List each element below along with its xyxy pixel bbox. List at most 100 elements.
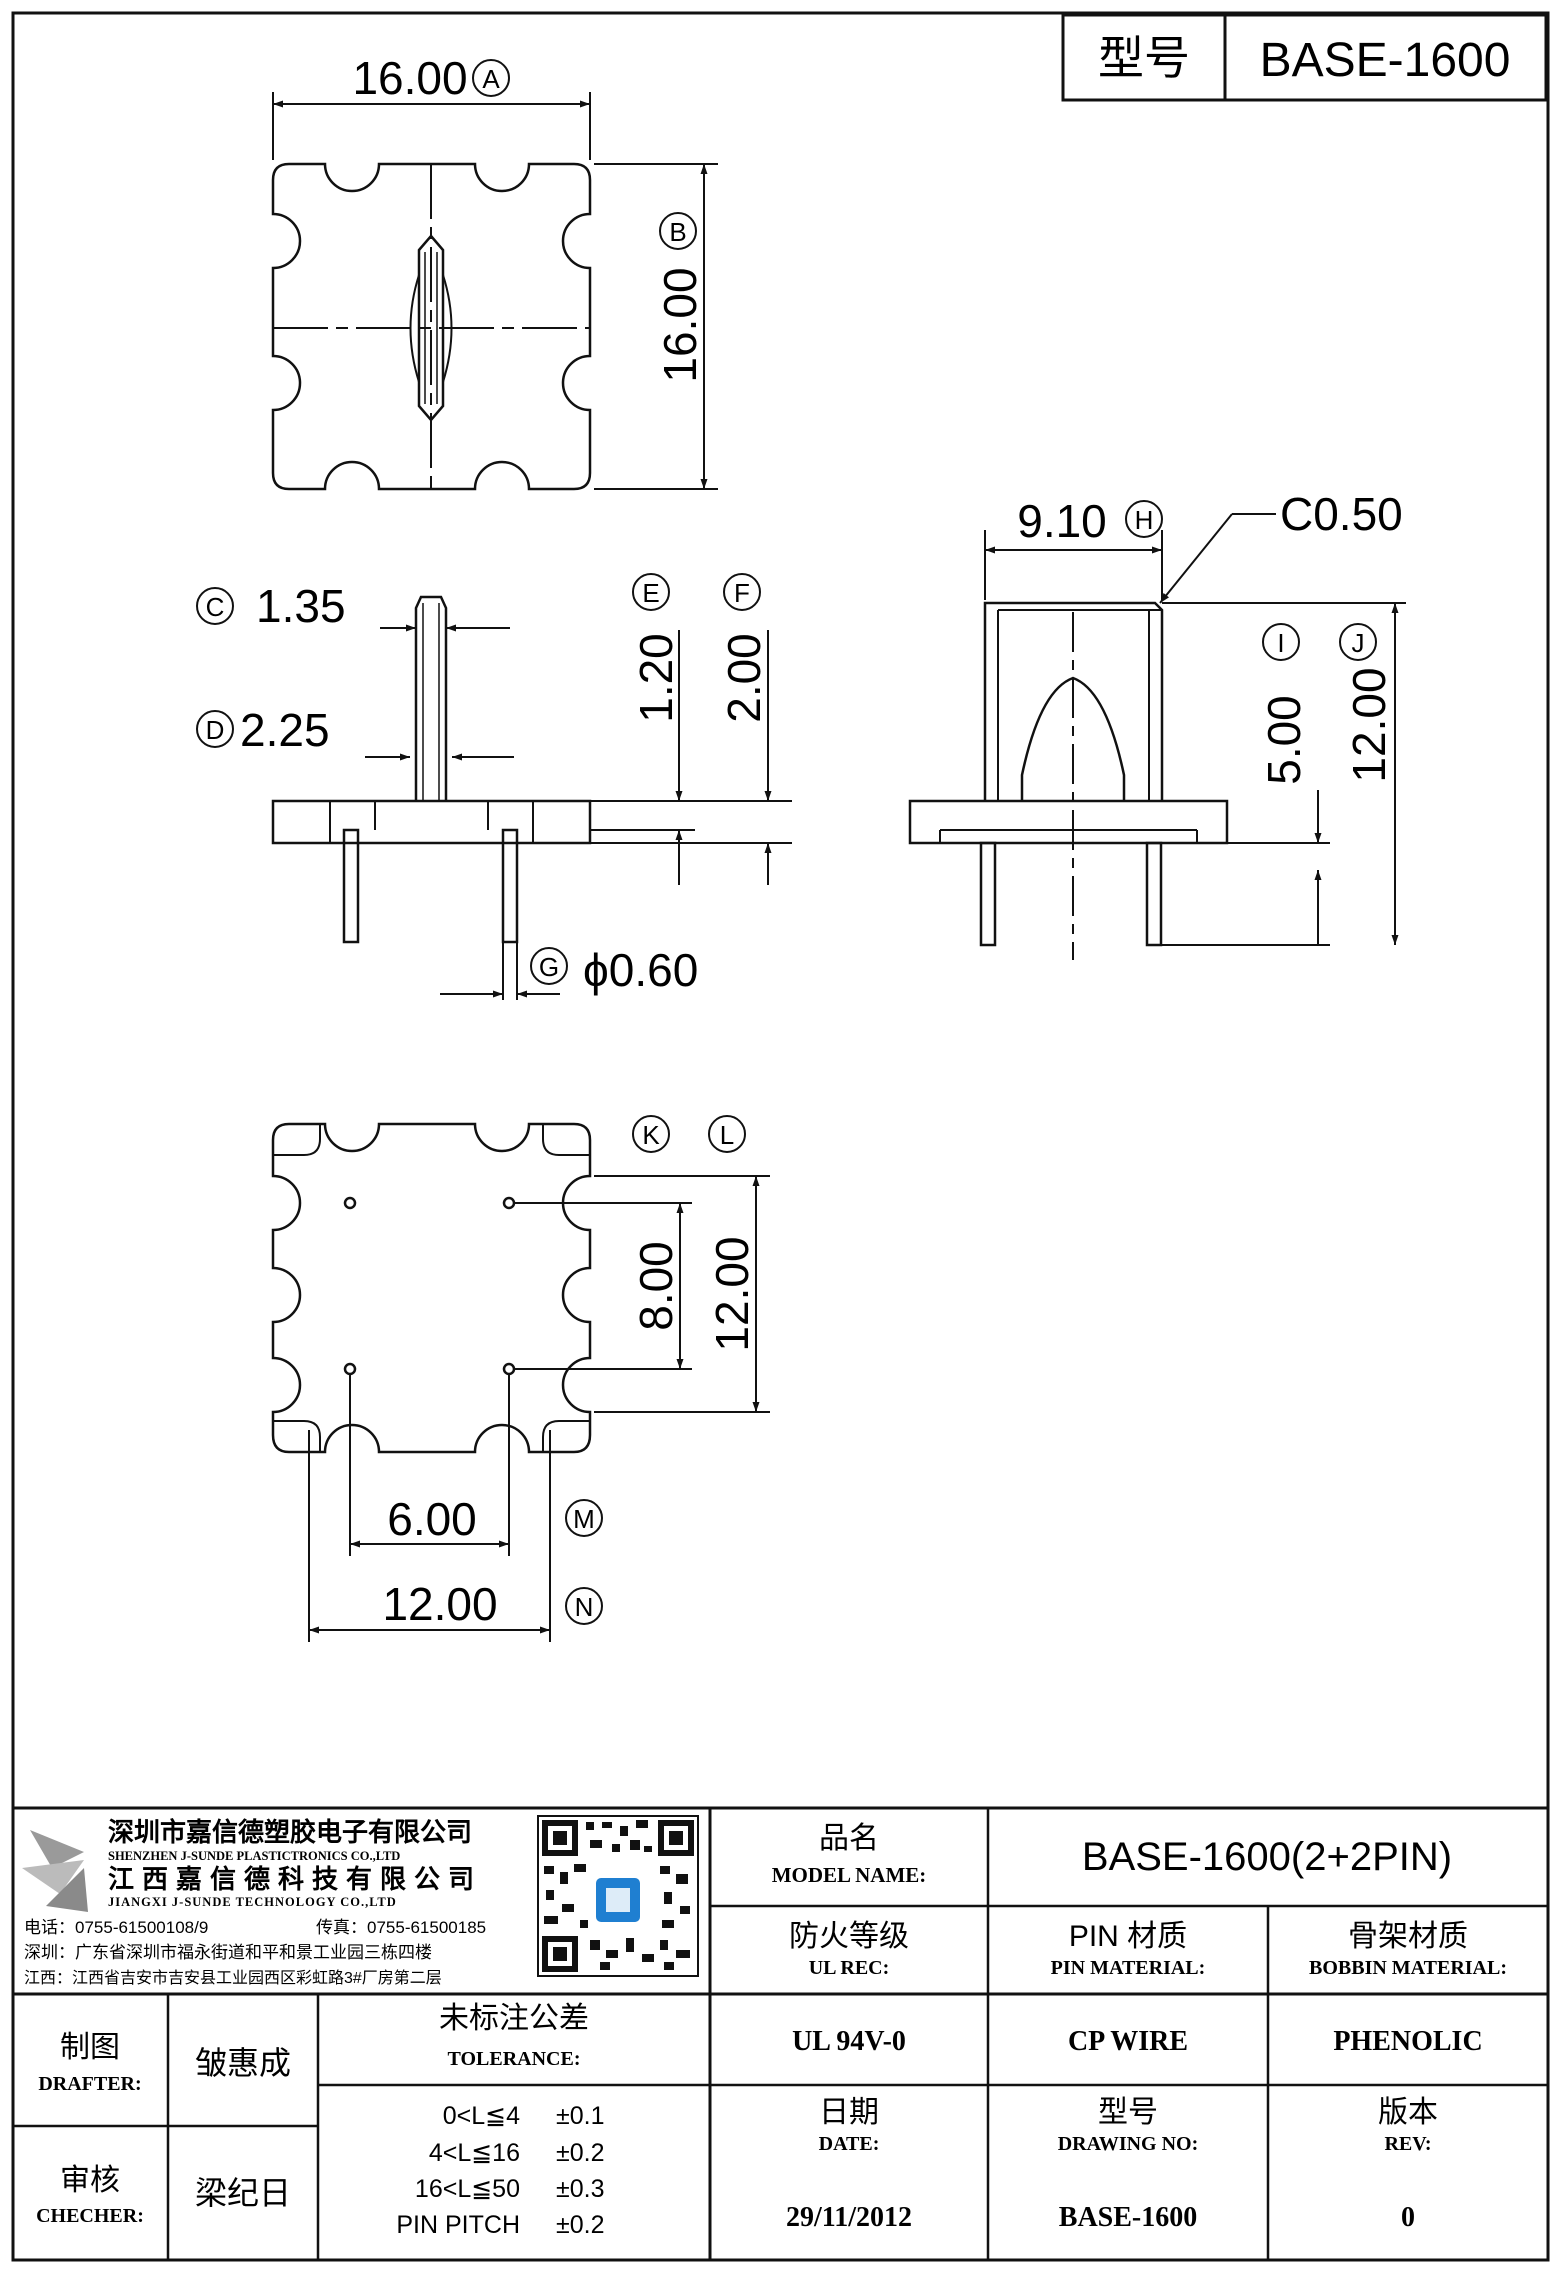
front-view	[908, 601, 1229, 960]
qr-code	[537, 1815, 699, 1977]
dim-C-tag: C	[206, 592, 225, 622]
checker-cn: 审核	[60, 2164, 120, 2197]
pin-material-en: PIN MATERIAL:	[1051, 1957, 1206, 1979]
company-phone: 电话：0755-61500108/9	[24, 1918, 208, 1937]
drawing-no-value: BASE-1600	[1059, 2202, 1197, 2233]
side-pin-left	[342, 828, 360, 944]
pin-material-value: CP WIRE	[1068, 2026, 1188, 2057]
tolerance-value-1: ±0.1	[556, 2102, 604, 2130]
dim-F-tag: F	[734, 578, 750, 608]
front-pin-left	[979, 841, 997, 947]
dim-F-value: 2.00	[718, 633, 770, 723]
company-area: 深圳市嘉信德塑胶电子有限公司 SHENZHEN J-SUNDE PLASTICT…	[22, 1815, 699, 1987]
title-block	[13, 1806, 1548, 2260]
company-fax: 传真：0755-61500185	[316, 1918, 486, 1937]
company-name-cn-1: 深圳市嘉信德塑胶电子有限公司	[108, 1817, 472, 1847]
dim-K-tag: K	[642, 1120, 660, 1150]
tolerance-range-4: PIN PITCH	[396, 2211, 520, 2239]
dim-K-L: K 8.00 L 12.00	[515, 1115, 770, 1413]
dim-K-value: 8.00	[630, 1241, 682, 1331]
tolerance-value-2: ±0.2	[556, 2139, 604, 2167]
date-value: 29/11/2012	[786, 2202, 912, 2233]
dim-G-value: ϕ0.60	[583, 944, 698, 996]
dim-D-value: 2.25	[240, 704, 330, 756]
dim-J-tag: J	[1352, 628, 1365, 658]
company-address-jiangxi: 江西：江西省吉安市吉安县工业园西区彩虹路3#厂房第二层	[24, 1969, 442, 1987]
tolerance-cn: 未标注公差	[439, 2002, 589, 2035]
dim-E-tag: E	[642, 578, 659, 608]
bottom-pin-hole	[502, 1196, 516, 1210]
dim-H-value: 9.10	[1017, 495, 1107, 547]
dim-C-value: 1.35	[256, 580, 346, 632]
model-name-cn: 品名	[819, 1822, 879, 1855]
pin-material-cn: PIN 材质	[1069, 1920, 1187, 1953]
bottom-pin-hole	[502, 1362, 516, 1376]
dim-M-value: 6.00	[387, 1493, 477, 1545]
company-name-en-1: SHENZHEN J-SUNDE PLASTICTRONICS CO.,LTD	[108, 1849, 400, 1863]
date-cn: 日期	[819, 2096, 879, 2129]
bobbin-material-en: BOBBIN MATERIAL:	[1309, 1957, 1507, 1979]
dim-H-tag: H	[1135, 505, 1154, 535]
dim-A-tag: A	[482, 64, 500, 94]
header-model-value: BASE-1600	[1260, 34, 1511, 87]
tolerance-range-2: 4<L≦16	[429, 2139, 520, 2167]
header-model-label: 型号	[1098, 32, 1190, 84]
header-box: 型号 BASE-1600	[1061, 13, 1548, 102]
side-center-pin	[414, 595, 448, 801]
dim-L-value: 12.00	[706, 1236, 758, 1351]
tolerance-en: TOLERANCE:	[448, 2048, 581, 2070]
bottom-view	[271, 1122, 592, 1454]
top-view	[271, 162, 592, 491]
date-en: DATE:	[819, 2133, 880, 2155]
dim-A-value: 16.00	[352, 52, 467, 104]
dim-B: 16.00 B	[594, 163, 718, 490]
tolerance-range-3: 16<L≦50	[415, 2175, 520, 2203]
drafter-value: 皱惠成	[195, 2045, 291, 2081]
company-name-en-2: JIANGXI J-SUNDE TECHNOLOGY CO.,LTD	[108, 1895, 397, 1909]
drafter-cn: 制图	[60, 2031, 120, 2064]
dim-G: G ϕ0.60	[440, 942, 698, 1000]
bottom-pin-hole	[343, 1362, 357, 1376]
dim-N-value: 12.00	[382, 1578, 497, 1630]
dim-L-tag: L	[720, 1120, 734, 1150]
drawing-no-en: DRAWING NO:	[1058, 2133, 1199, 2155]
ul-rec-cn: 防火等级	[789, 1920, 909, 1953]
top-view-outline	[271, 162, 592, 491]
dim-B-tag: B	[669, 217, 686, 247]
dim-M-N: 6.00 M 12.00 N	[308, 1375, 603, 1642]
ul-rec-en: UL REC:	[809, 1957, 890, 1979]
dim-J-value: 12.00	[1343, 667, 1395, 782]
dim-E-F: E 1.20 F 2.00	[590, 573, 792, 885]
top-pin-slot	[417, 234, 445, 422]
company-logo	[22, 1830, 88, 1912]
bobbin-material-value: PHENOLIC	[1333, 2026, 1482, 2057]
checker-value: 梁纪日	[195, 2175, 291, 2211]
ul-rec-value: UL 94V-0	[792, 2026, 906, 2057]
dim-G-tag: G	[539, 952, 559, 982]
model-name-value: BASE-1600(2+2PIN)	[1082, 1835, 1452, 1879]
sheet-border	[11, 11, 1550, 2262]
tolerance-table: 0<L≦4 ±0.1 4<L≦16 ±0.2 16<L≦50 ±0.3 PIN …	[396, 2102, 604, 2239]
dim-I-tag: I	[1277, 628, 1284, 658]
company-address-shenzhen: 深圳：广东省深圳市福永街道和平和景工业园三栋四楼	[24, 1943, 432, 1962]
dim-A: 16.00 A	[272, 52, 591, 160]
dim-C: C 1.35	[196, 580, 510, 632]
drawing-no-cn: 型号	[1098, 2096, 1158, 2129]
dim-D: D 2.25	[196, 704, 514, 761]
chamfer-value: C0.50	[1280, 488, 1403, 540]
dim-I-J: I 5.00 J 12.00	[1161, 602, 1406, 946]
model-name-en: MODEL NAME:	[772, 1863, 927, 1887]
side-pin-right	[501, 828, 519, 944]
dim-I-value: 5.00	[1258, 695, 1310, 785]
side-view	[271, 595, 592, 944]
tolerance-value-4: ±0.2	[556, 2211, 604, 2239]
bottom-pin-hole	[343, 1196, 357, 1210]
tolerance-value-3: ±0.3	[556, 2175, 604, 2203]
drafter-en: DRAFTER:	[38, 2073, 141, 2095]
dim-D-tag: D	[206, 715, 225, 745]
company-name-cn-2: 江西嘉信德科技有限公司	[108, 1864, 482, 1894]
dim-E-value: 1.20	[630, 633, 682, 723]
bobbin-material-cn: 骨架材质	[1348, 1920, 1468, 1953]
rev-cn: 版本	[1378, 2096, 1438, 2129]
